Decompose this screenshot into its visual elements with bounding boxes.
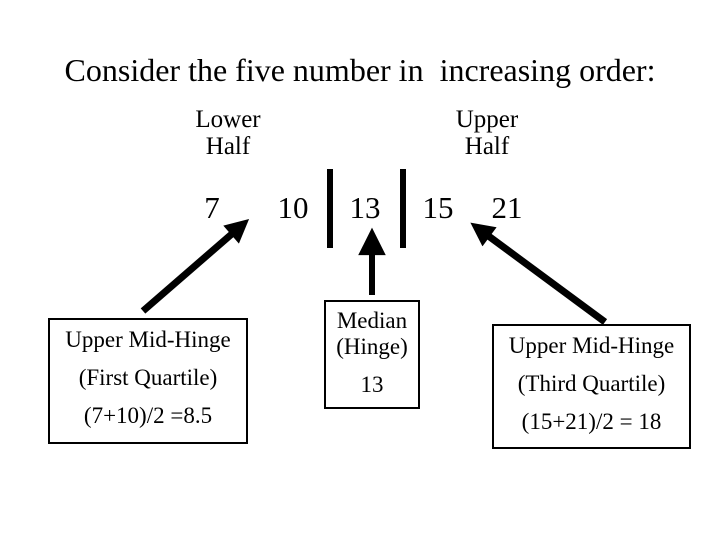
upper-hinge-formula: (15+21)/2 = 18 [521, 409, 662, 434]
label-upper-half-line2: Half [464, 133, 510, 160]
upper-hinge-title: Upper Mid-Hinge [508, 333, 675, 358]
lower-hinge-subtitle: (First Quartile) [78, 365, 218, 390]
number-10: 10 [277, 190, 309, 225]
label-lower-half-line1: Lower [195, 106, 261, 133]
label-lower-half: Lower Half [183, 106, 273, 160]
median-subtitle: (Hinge) [336, 334, 408, 359]
divider-bar-left [327, 169, 333, 248]
number-13: 13 [349, 190, 381, 225]
divider-bar-right [400, 169, 406, 248]
lower-hinge-box: Upper Mid-Hinge (First Quartile) (7+10)/… [48, 318, 248, 444]
lower-hinge-formula: (7+10)/2 =8.5 [83, 403, 213, 428]
arrow-to-lower-mid-hinge [140, 218, 250, 314]
label-upper-half: Upper Half [442, 106, 532, 160]
arrow-to-upper-mid-hinge [470, 222, 608, 325]
number-7: 7 [204, 190, 220, 225]
median-title: Median [336, 308, 408, 333]
upper-hinge-box: Upper Mid-Hinge (Third Quartile) (15+21)… [492, 324, 691, 449]
label-upper-half-line1: Upper [455, 106, 519, 133]
number-15: 15 [422, 190, 454, 225]
slide-title: Consider the five number in increasing o… [64, 52, 656, 88]
number-21: 21 [491, 190, 523, 225]
upper-hinge-subtitle: (Third Quartile) [517, 371, 666, 396]
median-box: Median (Hinge) 13 [324, 300, 420, 409]
lower-hinge-title: Upper Mid-Hinge [65, 327, 231, 352]
label-lower-half-line2: Half [205, 133, 251, 160]
median-value: 13 [360, 372, 384, 397]
